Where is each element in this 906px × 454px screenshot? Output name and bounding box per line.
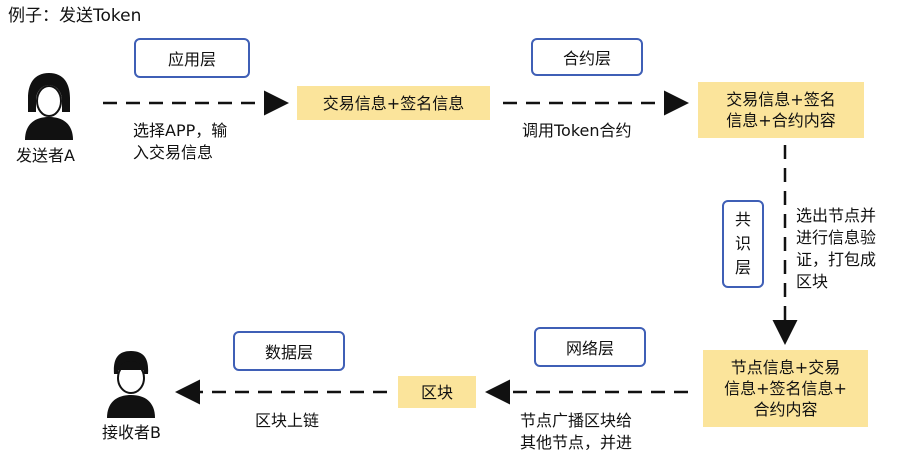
receiver-avatar-icon bbox=[100, 348, 162, 422]
network-layer-tag: 网络层 bbox=[534, 327, 646, 367]
page-title: 例子：发送Token bbox=[8, 6, 142, 26]
sender-label: 发送者A bbox=[16, 146, 75, 165]
data-layer-tag: 数据层 bbox=[233, 331, 345, 371]
select-node-label: 选出节点并 进行信息验 证，打包成 区块 bbox=[796, 206, 877, 291]
flow-arrows bbox=[103, 90, 798, 405]
tx-sign-info-box: 交易信息+签名信息 bbox=[297, 86, 490, 120]
broadcast-label: 节点广播区块给 其他节点，并进 bbox=[520, 411, 633, 452]
consensus-layer-tag: 共 识 层 bbox=[722, 200, 764, 288]
chain-label: 区块上链 bbox=[255, 411, 320, 430]
tx-sign-contract-box: 交易信息+签名 信息+合约内容 bbox=[698, 82, 864, 138]
call-contract-label: 调用Token合约 bbox=[522, 121, 632, 140]
node-tx-sign-contract-box: 节点信息+交易 信息+签名信息+ 合约内容 bbox=[703, 350, 868, 427]
block-box: 区块 bbox=[398, 376, 476, 408]
app-layer-tag: 应用层 bbox=[134, 38, 250, 78]
choose-app-label: 选择APP，输 入交易信息 bbox=[133, 121, 228, 162]
sender-avatar-icon bbox=[18, 70, 80, 144]
contract-layer-tag: 合约层 bbox=[531, 38, 643, 76]
receiver-label: 接收者B bbox=[102, 423, 161, 442]
